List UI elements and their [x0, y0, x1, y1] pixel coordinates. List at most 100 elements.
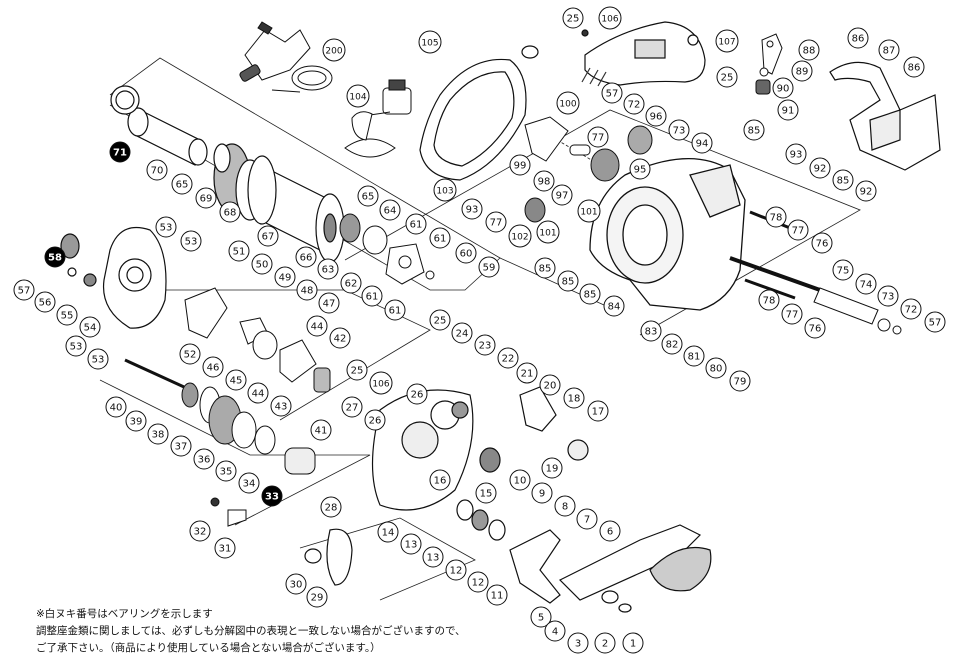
part-label-p13b: 13	[422, 546, 444, 568]
parts-88-91	[755, 33, 783, 95]
part-label-p65a: 65	[171, 173, 193, 195]
part-number: 200	[325, 47, 342, 57]
part-label-p1: 1	[622, 632, 644, 654]
part-number: 14	[382, 528, 395, 539]
part-number: 25	[434, 316, 447, 327]
part-label-p99: 99	[509, 154, 531, 176]
part-number: 53	[160, 223, 173, 234]
part-label-p43: 43	[270, 395, 292, 417]
part-number: 25	[721, 73, 734, 84]
part-number: 12	[450, 566, 463, 577]
parts-74-78-shafts	[729, 210, 902, 335]
part-label-p48: 48	[296, 279, 318, 301]
part-number: 100	[559, 100, 576, 110]
part-label-p61d: 61	[384, 299, 406, 321]
part-label-p53b: 53	[180, 230, 202, 252]
part-number: 19	[546, 464, 559, 475]
part-label-p63: 63	[317, 258, 339, 280]
part-number: 61	[389, 306, 402, 317]
part-number: 73	[673, 126, 686, 137]
part-number: 24	[456, 329, 469, 340]
part-number: 94	[696, 139, 709, 150]
part-number: 93	[466, 205, 479, 216]
part-label-p85b: 85	[832, 169, 854, 191]
part-number: 42	[334, 334, 347, 345]
part-number: 106	[601, 15, 618, 25]
part-number: 25	[567, 14, 580, 25]
part-number: 46	[207, 363, 220, 374]
part-label-p6: 6	[599, 520, 621, 542]
part-label-p57a: 57	[601, 82, 623, 104]
part-106-top-cover	[581, 21, 706, 87]
part-number: 68	[224, 208, 237, 219]
part-number: 26	[411, 390, 424, 401]
part-number: 63	[322, 265, 335, 276]
part-number: 106	[372, 380, 389, 390]
part-number: 85	[748, 126, 761, 137]
note-apology: ご了承下さい。（商品により使用している場合とない場合がございます。）	[36, 642, 381, 654]
part-number: 20	[544, 381, 557, 392]
part-label-p11: 11	[486, 584, 508, 606]
part-number: 45	[230, 376, 243, 387]
part-label-p34: 34	[238, 472, 260, 494]
part-label-p86b: 86	[903, 56, 925, 78]
part-number: 43	[275, 402, 288, 413]
part-label-p96: 96	[645, 105, 667, 127]
part-label-p39: 39	[125, 410, 147, 432]
part-number: 44	[311, 322, 324, 333]
part-number: 26	[369, 416, 382, 427]
part-label-p42: 42	[329, 327, 351, 349]
part-label-p101b: 101	[577, 199, 601, 223]
part-number: 92	[860, 187, 873, 198]
part-number: 2	[602, 639, 608, 650]
part-number: 28	[325, 503, 338, 514]
part-label-p79: 79	[729, 370, 751, 392]
part-number: 25	[351, 366, 364, 377]
part-number: 57	[606, 89, 619, 100]
part-label-p93b: 93	[785, 143, 807, 165]
part-number: 31	[219, 544, 232, 555]
part-number: 72	[905, 305, 918, 316]
part-label-p7: 7	[576, 508, 598, 530]
part-number: 91	[782, 106, 795, 117]
part-label-p77c: 77	[787, 219, 809, 241]
part-label-p33: 33	[261, 485, 283, 507]
part-number: 104	[349, 93, 366, 103]
part-number: 13	[405, 540, 418, 551]
part-label-p29: 29	[306, 586, 328, 608]
part-label-p41: 41	[310, 419, 332, 441]
part-number: 9	[539, 489, 545, 500]
part-label-p85d: 85	[557, 270, 579, 292]
part-number: 53	[92, 355, 105, 366]
part-23-right-plate	[371, 389, 474, 511]
part-label-p52: 52	[179, 343, 201, 365]
part-label-p36: 36	[193, 448, 215, 470]
part-number: 36	[198, 455, 211, 466]
part-number: 101	[539, 229, 556, 239]
part-label-p44a: 44	[306, 315, 328, 337]
part-label-p80: 80	[705, 357, 727, 379]
part-number: 99	[514, 161, 527, 172]
part-label-p106a: 106	[598, 6, 622, 30]
part-label-p92a: 92	[809, 157, 831, 179]
part-label-p14: 14	[377, 521, 399, 543]
part-number: 52	[184, 350, 197, 361]
part-number: 87	[883, 46, 896, 57]
part-label-p47: 47	[318, 292, 340, 314]
part-label-p68: 68	[219, 201, 241, 223]
part-label-p107: 107	[715, 29, 739, 53]
part-label-p16: 16	[429, 469, 451, 491]
part-number: 8	[562, 502, 568, 513]
part-number: 53	[185, 237, 198, 248]
part-label-p22: 22	[497, 347, 519, 369]
part-number: 65	[176, 180, 189, 191]
part-number: 30	[290, 580, 303, 591]
part-label-p104: 104	[346, 84, 370, 108]
part-label-p53c: 53	[65, 335, 87, 357]
part-label-p53d: 53	[87, 348, 109, 370]
part-number: 72	[628, 100, 641, 111]
part-label-p106b: 106	[369, 371, 393, 395]
part-label-p10: 10	[509, 469, 531, 491]
part-number: 6	[607, 527, 613, 538]
